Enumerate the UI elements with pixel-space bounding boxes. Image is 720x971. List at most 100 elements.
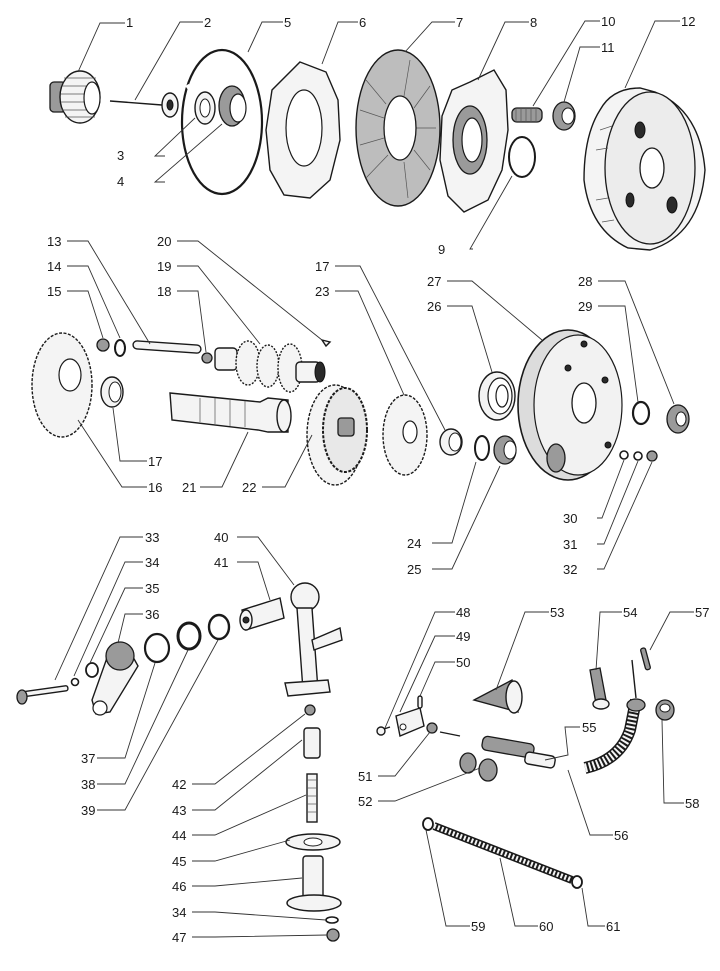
part-nut-47 (326, 928, 340, 942)
part-shim-39 (207, 613, 231, 641)
part-double-gear (306, 384, 368, 486)
callout-42: 42 (172, 777, 186, 792)
part-washer-38 (176, 621, 202, 651)
callout-50: 50 (456, 655, 470, 670)
callout-58: 58 (685, 796, 699, 811)
leader-27 (447, 280, 543, 341)
callout-52: 52 (358, 794, 372, 809)
part-small-washers (619, 450, 658, 462)
part-ball-42 (304, 704, 316, 716)
leader-16 (77, 419, 147, 488)
part-plunger (303, 727, 321, 759)
callout-39: 39 (81, 803, 95, 818)
leader-4 (153, 123, 223, 183)
callout-12: 12 (681, 14, 695, 29)
leader-28 (598, 280, 675, 405)
callout-48: 48 (456, 605, 470, 620)
callout-61: 61 (606, 919, 620, 934)
leader-58 (661, 719, 684, 804)
leader-17a (112, 407, 147, 462)
leader-46 (192, 877, 303, 887)
part-nuts-52 (459, 752, 498, 782)
part-nut-28 (666, 404, 690, 434)
part-plunger-housing (286, 855, 342, 912)
leader-50 (419, 661, 455, 697)
leader-26 (447, 305, 493, 373)
leader-34b (192, 911, 327, 921)
callout-17: 17 (315, 259, 329, 274)
callout-20: 20 (157, 234, 171, 249)
leader-44 (192, 794, 307, 836)
leader-12 (624, 20, 680, 89)
part-gasket (285, 833, 341, 851)
leader-18 (177, 290, 207, 353)
callout-labels: 1 2 3 4 5 6 7 8 9 10 11 12 13 14 15 16 1… (47, 14, 709, 945)
part-primary-gear (31, 332, 93, 438)
part-key (320, 338, 332, 348)
part-needle-bearing-2 (439, 428, 463, 456)
part-clutch-steel-plate (265, 61, 341, 199)
leader-31 (597, 460, 639, 545)
part-clutch-drum (583, 87, 706, 251)
part-bolt (16, 685, 69, 705)
leader-45 (192, 839, 291, 862)
leader-9 (469, 175, 513, 250)
part-layshaft-cluster (214, 340, 326, 393)
callout-27: 27 (427, 274, 441, 289)
callout-26: 26 (427, 299, 441, 314)
leader-3 (153, 117, 196, 157)
callout-25: 25 (407, 562, 421, 577)
callout-13: 13 (47, 234, 61, 249)
part-clutch-gear-pinion (49, 70, 101, 124)
leader-1 (77, 22, 125, 73)
leader-33 (54, 536, 143, 681)
callout-23: 23 (315, 284, 329, 299)
callout-32: 32 (563, 562, 577, 577)
callout-6: 6 (359, 15, 366, 30)
callout-3: 3 (117, 148, 124, 163)
leader-25 (432, 465, 501, 570)
leader-41 (237, 561, 271, 601)
leader-32 (597, 461, 653, 570)
leader-38 (97, 649, 189, 785)
callout-29: 29 (578, 299, 592, 314)
leader-14 (67, 265, 121, 339)
part-splined-sleeve (239, 597, 285, 631)
part-steel-ball (201, 352, 213, 364)
callout-44: 44 (172, 828, 186, 843)
callout-51: 51 (358, 769, 372, 784)
leader-57 (649, 611, 694, 651)
part-nut (96, 338, 110, 352)
callout-21: 21 (182, 480, 196, 495)
leader-40 (237, 536, 295, 586)
callout-55: 55 (582, 720, 596, 735)
part-spring-44 (306, 773, 318, 823)
callout-34: 34 (172, 905, 186, 920)
leader-59 (425, 829, 470, 927)
part-selector-lever (284, 582, 343, 697)
part-kickstart-crank (91, 641, 139, 716)
part-cable-assembly (481, 659, 646, 774)
callout-41: 41 (214, 555, 228, 570)
part-return-spring (422, 817, 583, 889)
callout-9: 9 (438, 242, 445, 257)
part-gear (382, 394, 428, 476)
callout-38: 38 (81, 777, 95, 792)
leader-55 (544, 726, 580, 761)
leader-60 (499, 857, 538, 927)
callout-14: 14 (47, 259, 61, 274)
leader-53 (495, 611, 549, 691)
callout-33: 33 (145, 530, 159, 545)
callout-36: 36 (145, 607, 159, 622)
part-pin-50 (417, 695, 423, 709)
callout-34: 34 (145, 555, 159, 570)
part-ball-bearing (478, 371, 516, 421)
leader-30 (597, 459, 625, 519)
callout-45: 45 (172, 854, 186, 869)
leader-20 (177, 240, 323, 341)
callout-19: 19 (157, 259, 171, 274)
callout-49: 49 (456, 629, 470, 644)
callout-37: 37 (81, 751, 95, 766)
part-rubber-grommet (589, 667, 610, 710)
leader-54 (595, 611, 622, 671)
